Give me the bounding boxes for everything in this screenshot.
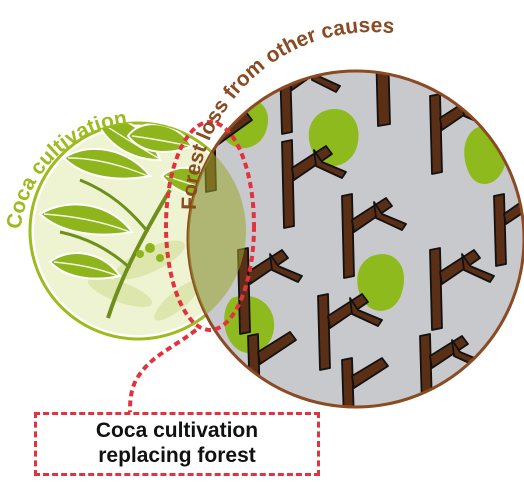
callout-connector <box>128 328 198 413</box>
callout-line-1: Coca cultivation <box>95 419 259 443</box>
forest-loss-circle <box>186 69 524 409</box>
callout-line-2: replacing forest <box>98 444 256 467</box>
callout-box: Coca cultivation replacing forest <box>34 412 320 476</box>
overlap-highlight-outline <box>164 120 256 332</box>
coca-cultivation-circle <box>28 121 248 341</box>
